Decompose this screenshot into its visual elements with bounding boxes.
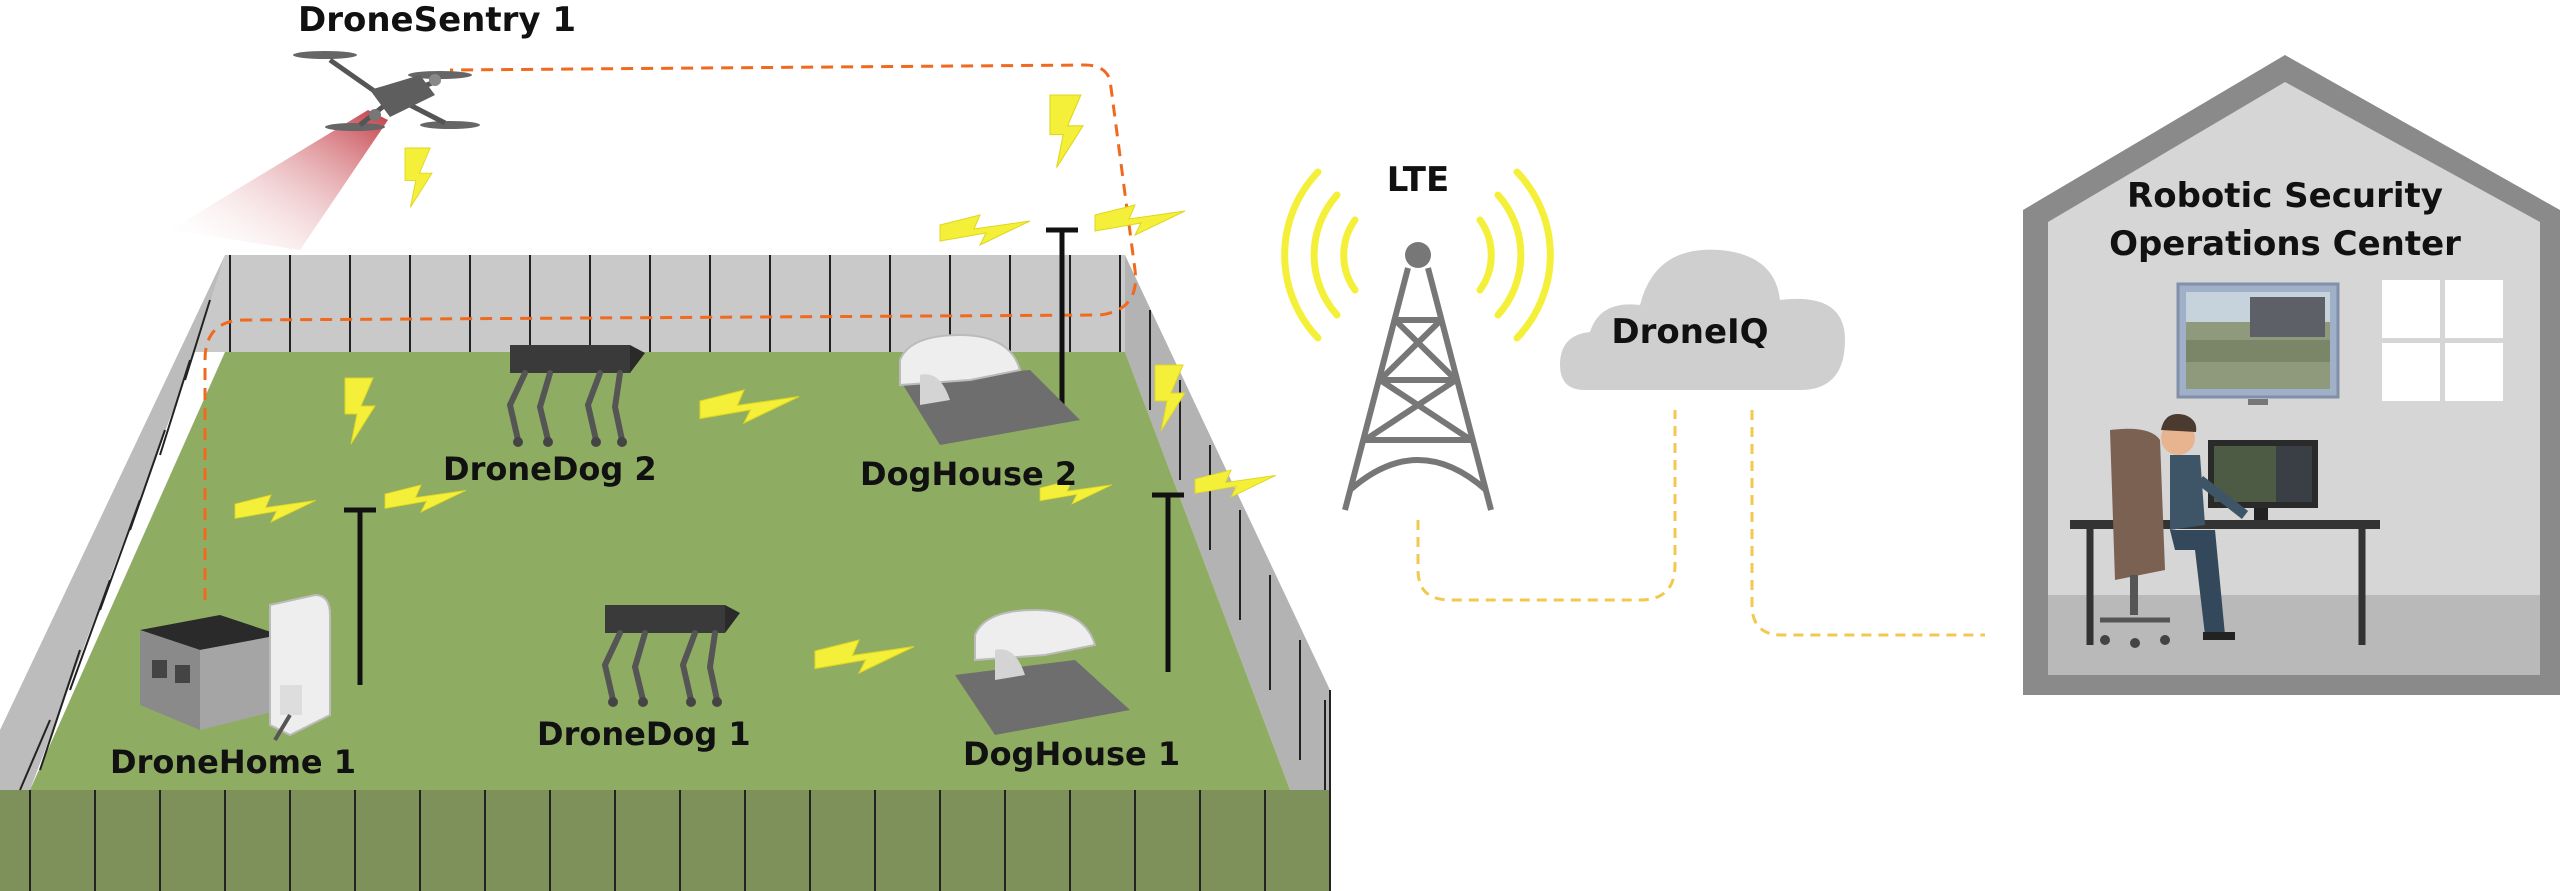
label-droneiq: DroneIQ	[1611, 312, 1769, 352]
label-dronedog2: DroneDog 2	[443, 450, 657, 488]
robot-dog-icon	[601, 605, 740, 707]
lte-to-cloud-link	[1416, 410, 1677, 602]
label-dronehome1: DroneHome 1	[110, 743, 357, 781]
window-icon	[2382, 280, 2503, 401]
label-rsoc-line1: Robotic Security	[2127, 176, 2443, 216]
lte-tower-icon	[1281, 168, 1554, 511]
antenna-icon	[344, 227, 1184, 685]
label-doghouse1: DogHouse 1	[963, 735, 1181, 773]
drone-icon	[293, 51, 480, 131]
robot-dog-icon	[506, 345, 645, 447]
label-doghouse2: DogHouse 2	[860, 455, 1078, 493]
operator-icon	[2070, 414, 2380, 648]
doghouse-icon	[899, 333, 1080, 445]
label-dronedog1: DroneDog 1	[537, 715, 751, 753]
cloud-icon	[1560, 249, 1845, 390]
fenced-area	[0, 255, 1331, 891]
monitor-icon	[2208, 440, 2318, 520]
monitor-icon	[2176, 282, 2340, 405]
doghouse-icon	[955, 608, 1130, 735]
camera-beam	[170, 110, 388, 250]
label-dronesentry: DroneSentry 1	[298, 0, 577, 40]
label-rsoc-line2: Operations Center	[2109, 224, 2461, 264]
dronehome-icon	[140, 593, 331, 742]
drone-flight-path	[203, 63, 1138, 600]
cloud-to-center-link	[1750, 410, 1985, 637]
label-lte: LTE	[1386, 160, 1450, 200]
